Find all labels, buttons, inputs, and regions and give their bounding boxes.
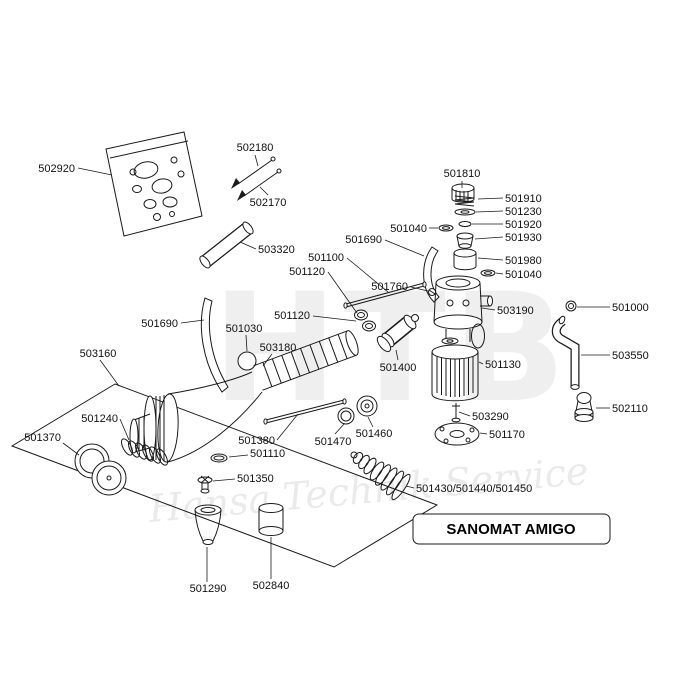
nozzle-cup [194,504,222,545]
label-501470: 501470 [315,436,352,448]
ribbed-cylinder [253,330,359,391]
part-labels: 502920 502180 502170 503320 501690 50110… [24,142,648,595]
label-501040-b: 501040 [505,269,542,281]
valve-cup [456,232,474,249]
label-502920: 502920 [38,163,75,175]
label-501240: 501240 [81,413,118,425]
sleeve [258,503,284,536]
label-501810: 501810 [444,168,481,180]
label-502170: 502170 [250,197,287,209]
label-501030: 501030 [226,323,263,335]
small-cylinder-assembly [376,314,419,353]
label-501130: 501130 [485,359,521,371]
label-501380: 501380 [238,435,275,447]
label-501100: 501100 [308,252,344,264]
scraper-blade-right [423,246,440,303]
label-501120-a: 501120 [289,266,325,278]
label-503290: 503290 [472,411,509,423]
label-501230: 501230 [505,206,542,218]
cartridge-tube [199,221,254,269]
flange-plate [434,422,480,446]
oring-pair [354,309,376,332]
small-ring [458,221,472,227]
scraper-blade-left [200,297,229,393]
bellows [350,451,411,501]
label-502110: 502110 [612,403,648,415]
push-rod [263,398,347,425]
label-501460: 501460 [356,428,393,440]
valve-body [433,275,493,342]
rollers [74,443,127,496]
rubber-foot [574,392,594,422]
label-503320: 503320 [258,244,295,256]
label-501120-b: 501120 [274,310,310,322]
washer [454,208,476,216]
label-501350: 501350 [237,473,274,485]
leader-lines [62,154,610,582]
seal-kit-bag [105,131,203,237]
oring-small [210,453,228,463]
label-501910: 501910 [505,193,542,205]
label-501760: 501760 [371,281,408,293]
label-503190: 503190 [497,305,534,317]
gasket-loop [471,323,485,349]
label-501690-b: 501690 [141,318,178,330]
label-503180: 503180 [260,342,297,354]
bent-pipe [551,315,580,390]
diagram-title: SANOMAT AMIGO [446,521,575,538]
label-501400: 501400 [380,362,417,374]
label-501430-501440-501450: 501430/501440/501450 [416,483,532,495]
label-501000: 501000 [612,302,649,314]
oring-seal [337,407,355,425]
label-501040-a: 501040 [390,223,427,235]
label-501370: 501370 [24,432,61,444]
base-board [10,383,439,568]
sight-ball [237,351,257,371]
label-503160: 503160 [80,348,117,360]
valve-spring [454,195,475,207]
main-cone-body [129,371,263,463]
label-501170: 501170 [489,429,525,441]
piston-cylinder [453,248,477,271]
label-501980: 501980 [505,255,542,267]
title-box: SANOMAT AMIGO [412,513,611,545]
label-503550: 503550 [612,350,649,362]
label-501930: 501930 [505,232,542,244]
valve-stem [197,475,213,494]
small-screw [428,288,436,296]
grease-needles [231,156,282,201]
label-502180: 502180 [237,142,274,154]
label-501290: 501290 [190,583,227,595]
mixer-cylinder [431,337,479,402]
label-501690-a: 501690 [345,234,382,246]
oring-right [480,269,496,277]
retaining-pin [451,403,461,423]
label-502840: 502840 [253,580,290,592]
small-ring-left [438,224,454,232]
grommet [356,395,378,417]
label-501920: 501920 [505,219,542,231]
valve-pin-rod [343,281,427,309]
retaining-ring [565,300,577,312]
drive-spring [120,438,169,466]
label-501110: 501110 [250,448,285,460]
